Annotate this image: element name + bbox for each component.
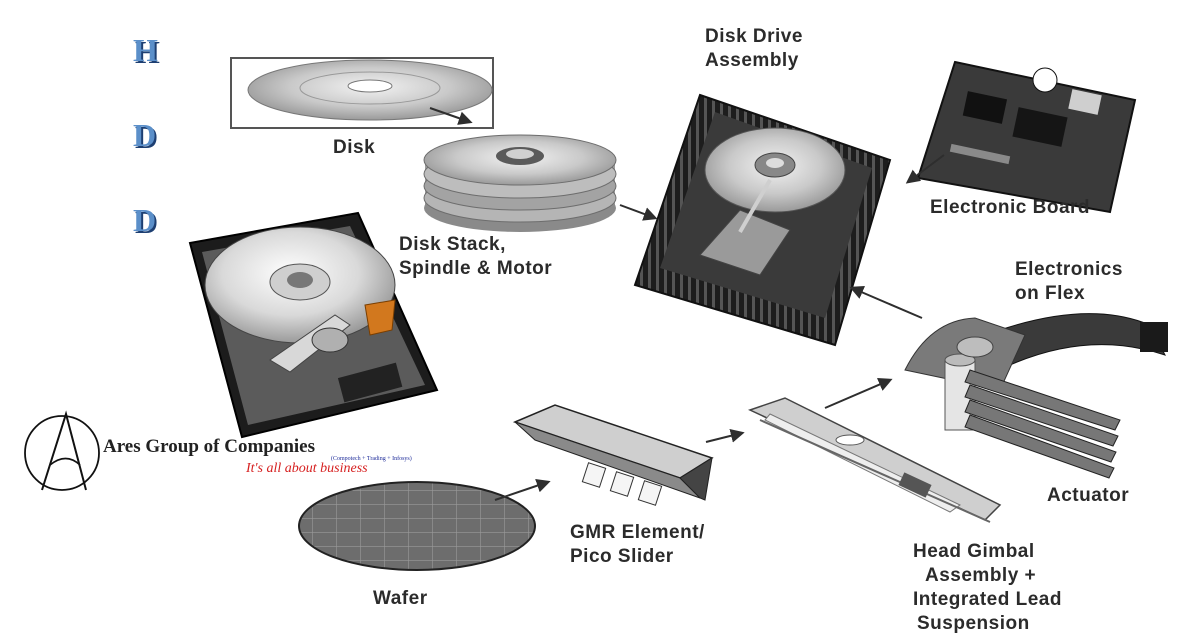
electronic-board-illustration <box>905 60 1137 214</box>
label-actuator: Actuator <box>1047 484 1129 508</box>
title-letter-d-first: D <box>133 117 157 153</box>
disk-drive-assembly-illustration <box>633 93 892 347</box>
brand-divisions: (Compotech + Trading + Infosys) <box>331 456 412 462</box>
title-letter-h: H <box>133 32 158 68</box>
label-disk: Disk <box>333 136 375 160</box>
hard-drive-photo <box>188 211 439 439</box>
label-disk-text: Disk <box>333 137 376 158</box>
label-wafer-text: Wafer <box>373 588 428 609</box>
gmr-slider-illustration <box>512 404 745 506</box>
label-head-gimbal-line4: Suspension <box>917 613 1030 634</box>
wafer-illustration <box>298 478 551 571</box>
label-electronic-board-text: Electronic Board <box>930 197 1091 218</box>
label-gmr-element: GMR Element/ Pico Slider <box>570 521 705 569</box>
label-disk-stack: Disk Stack, Spindle & Motor <box>399 233 552 281</box>
label-head-gimbal-line1: Head Gimbal <box>913 541 1035 562</box>
actuator-illustration <box>904 313 1168 479</box>
label-head-gimbal-line3: Integrated Lead <box>913 589 1062 610</box>
label-disk-stack-line1: Disk Stack, <box>399 234 506 255</box>
label-electronics-on-flex: Electronics on Flex <box>1015 258 1123 306</box>
head-gimbal-illustration <box>748 378 1002 523</box>
label-head-gimbal: Head Gimbal Assembly + Integrated Lead S… <box>913 540 1062 636</box>
brand-tagline: It's all about business <box>246 461 368 476</box>
label-actuator-text: Actuator <box>1047 485 1130 506</box>
title-letter-d-second: D <box>133 202 157 238</box>
label-disk-stack-line2: Spindle & Motor <box>399 258 553 279</box>
label-gmr-element-line1: GMR Element/ <box>570 522 705 543</box>
disk-illustration <box>230 57 494 129</box>
ares-logo <box>24 410 100 491</box>
label-gmr-element-line2: Pico Slider <box>570 546 674 567</box>
label-head-gimbal-line2: Assembly + <box>925 565 1037 586</box>
label-electronics-on-flex-line2: on Flex <box>1015 283 1086 304</box>
disk-stack-illustration <box>423 134 658 232</box>
label-electronic-board: Electronic Board <box>930 196 1090 220</box>
label-disk-drive-assembly-line1: Disk Drive <box>705 26 803 47</box>
label-electronics-on-flex-line1: Electronics <box>1015 259 1123 280</box>
label-disk-drive-assembly: Disk Drive Assembly <box>705 25 803 73</box>
label-disk-drive-assembly-line2: Assembly <box>705 50 799 71</box>
label-wafer: Wafer <box>373 587 428 611</box>
brand-name: Ares Group of Companies <box>103 436 316 457</box>
